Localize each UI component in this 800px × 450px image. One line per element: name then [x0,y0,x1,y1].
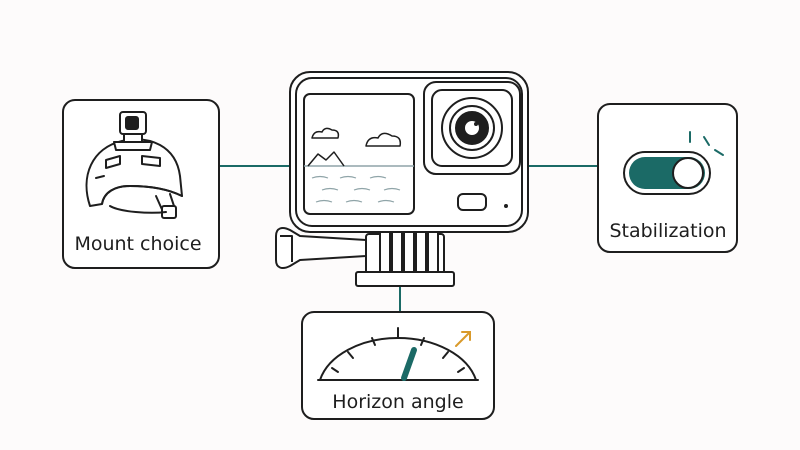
spark-lines [689,131,724,156]
camera-lens [423,81,521,175]
status-led [504,204,508,208]
horizon-angle-label: Horizon angle [332,391,463,413]
camera-screen [303,93,415,215]
horizon-angle-card: Horizon angle [301,311,495,420]
stabilization-label: Stabilization [609,220,726,242]
action-camera [275,71,529,287]
connector-lines [218,165,598,312]
mount-choice-card: Mount choice [62,99,220,269]
tilt-arrow-icon [455,331,471,347]
camera-button [457,193,487,211]
gauge-icon [317,327,479,381]
mount-choice-label: Mount choice [74,233,201,255]
helmet-icon [85,111,183,219]
camera-mount-bracket [275,227,455,287]
stabilization-card: Stabilization [597,103,738,253]
toggle-switch-icon [623,131,724,195]
